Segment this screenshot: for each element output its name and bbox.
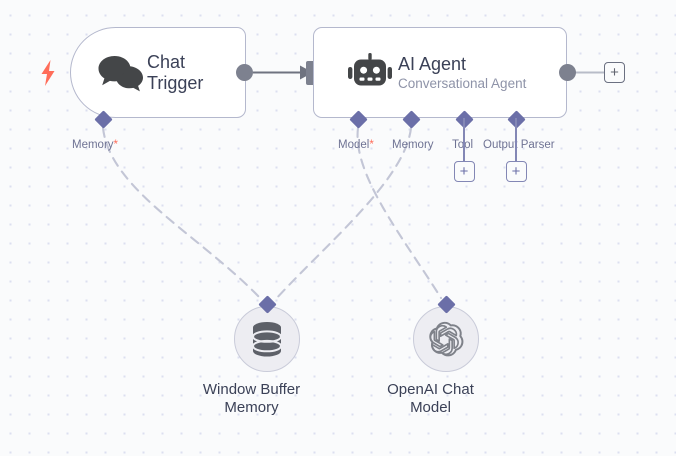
robot-icon	[342, 52, 398, 93]
tool-stub-line	[463, 118, 465, 162]
required-marker: *	[369, 139, 374, 151]
ai-agent-output-port[interactable]	[559, 64, 576, 81]
database-icon	[252, 322, 282, 357]
output-parser-stub-line	[515, 118, 517, 162]
openai-chat-model-label: OpenAI Chat Model	[387, 381, 474, 416]
node-window-buffer-memory[interactable]: Window Buffer Memory	[203, 306, 301, 417]
chat-trigger-text: Chat Trigger	[147, 52, 203, 92]
node-ai-agent[interactable]: AI Agent Conversational Agent	[313, 27, 567, 118]
ai-agent-port-tool-label: Tool	[452, 139, 473, 151]
window-buffer-memory-label: Window Buffer Memory	[202, 381, 301, 416]
edge-chat-trigger-to-ai-agent	[253, 65, 313, 80]
openai-icon	[429, 321, 464, 357]
ai-agent-title: AI Agent	[398, 53, 467, 74]
ai-agent-text: AI Agent Conversational Agent	[398, 54, 526, 91]
trigger-bolt-icon	[40, 60, 56, 90]
chat-trigger-title: Chat Trigger	[147, 52, 204, 93]
chat-trigger-port-memory-label: Memory*	[72, 139, 118, 151]
node-openai-chat-model[interactable]: OpenAI Chat Model	[387, 306, 480, 417]
chat-trigger-output-port[interactable]	[236, 64, 253, 81]
chat-bubbles-icon	[93, 54, 147, 92]
add-next-node-button[interactable]: +	[604, 62, 625, 83]
add-output-parser-button[interactable]: +	[505, 161, 527, 182]
ai-agent-input-port[interactable]	[306, 60, 315, 85]
window-buffer-memory-circle[interactable]	[234, 306, 300, 372]
ai-agent-subtitle: Conversational Agent	[398, 76, 527, 92]
edge-agent-memory-to-window-buffer	[273, 126, 413, 302]
port-label-text: Memory	[72, 139, 114, 151]
openai-chat-model-circle[interactable]	[413, 306, 479, 372]
ai-agent-port-memory-label: Memory	[392, 139, 434, 151]
edge-model-to-openai	[356, 126, 443, 300]
edge-chat-memory-to-window-buffer	[101, 126, 264, 302]
add-tool-button[interactable]: +	[453, 161, 475, 182]
required-marker: *	[113, 139, 119, 151]
node-chat-trigger[interactable]: Chat Trigger	[70, 27, 246, 118]
ai-agent-port-model-label: Model*	[338, 139, 374, 151]
ai-agent-port-output-parser-label: Output Parser	[483, 139, 555, 151]
port-label-text: Model	[338, 139, 370, 151]
